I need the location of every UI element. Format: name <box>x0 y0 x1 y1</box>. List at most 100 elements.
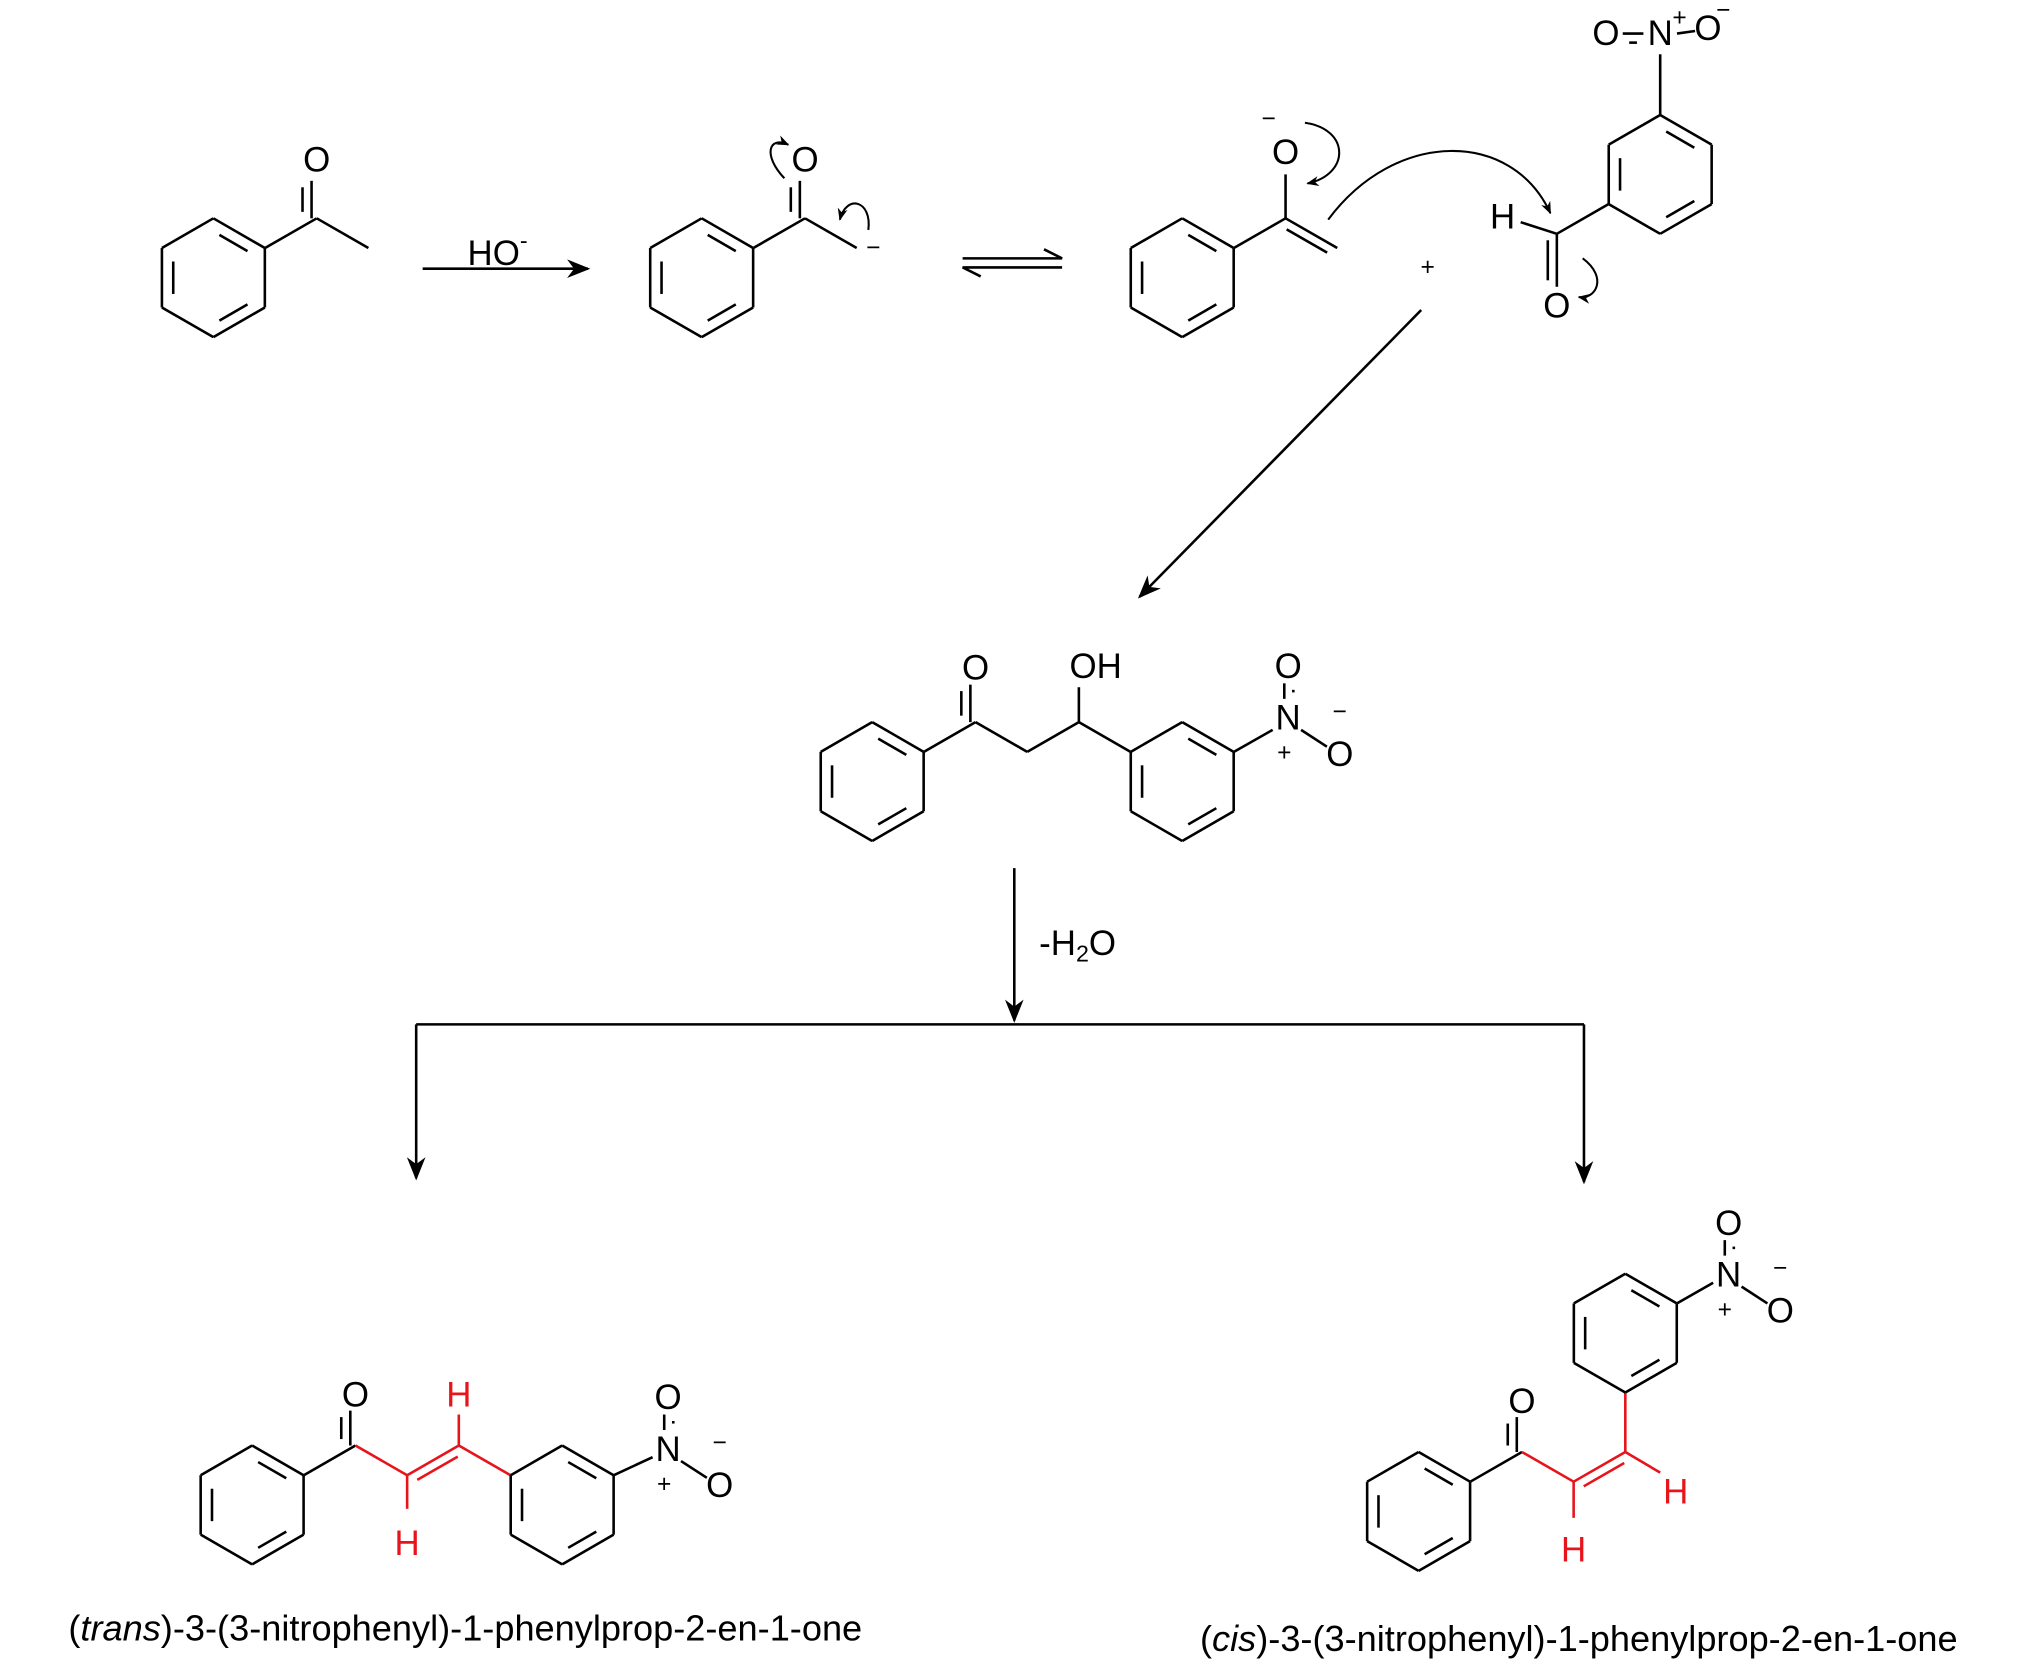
aldol-nitro-minus: − <box>1333 698 1347 725</box>
cis-nitro-oxygen: O <box>1715 1204 1742 1243</box>
trans-ring-1-bond <box>200 1444 253 1477</box>
enolate-ring-bond <box>701 217 754 250</box>
enolate-ring-inner-bond <box>707 233 737 253</box>
bond <box>804 217 858 250</box>
trans-ring-2-bond <box>510 1533 563 1566</box>
atom-H: H <box>1490 198 1515 237</box>
cis-nitro-nitrogen: N <box>1716 1256 1741 1295</box>
bond <box>974 720 1028 753</box>
cis-ring-1-bond <box>1366 1450 1420 1483</box>
enolate-ring-bond <box>701 306 754 339</box>
bond <box>1233 728 1274 753</box>
nitrobenzaldehyde-ring-bond <box>1608 113 1661 146</box>
enolate-ring-inner-bond <box>707 303 737 322</box>
nitrobenzaldehyde-ring-bond <box>1659 113 1713 146</box>
aldol-ring-2-bond <box>1130 810 1183 843</box>
cis-ring-2-bond <box>1573 1272 1626 1305</box>
atom-O: O <box>1272 133 1299 172</box>
trans-ring-1-inner-bond <box>257 1460 287 1480</box>
aldol-ring-2-bond <box>1181 810 1235 843</box>
trans-alkene-bond <box>416 1455 459 1481</box>
bond <box>1676 1281 1714 1305</box>
reagent-hydroxide: HO- <box>468 227 528 272</box>
trans-product-name: (trans)-3-(3-nitrophenyl)-1-phenylprop-2… <box>68 1608 862 1649</box>
aldehyde-nitro-plus: + <box>1672 5 1686 32</box>
oxyanion-minus: − <box>1262 105 1276 132</box>
trans-ring-2-bond <box>561 1533 615 1566</box>
bond <box>303 1444 357 1477</box>
bond <box>1469 1450 1523 1483</box>
acetophenone-ring-bond <box>212 306 266 339</box>
cis-product-name: (cis)-3-(3-nitrophenyl)-1-phenylprop-2-e… <box>1200 1618 1958 1659</box>
trans-nitro-n-o-bond <box>680 1459 708 1479</box>
nitrobenzaldehyde-ring-bond <box>1659 202 1713 235</box>
bond <box>1676 29 1696 35</box>
acetophenone-ring-bond <box>161 306 215 339</box>
atom-O: O <box>1592 14 1619 53</box>
trans-nitro-oxygen: O <box>655 1378 682 1417</box>
enolate-ring-bond <box>649 217 703 250</box>
nitrobenzaldehyde-ring-bond <box>1608 202 1661 235</box>
aldol-ring-2-inner-bond <box>1187 807 1217 826</box>
aldol-ring-2-bond <box>1181 720 1235 753</box>
bond <box>1556 202 1610 235</box>
bonds-layer <box>160 29 1769 1572</box>
trans-ring-1-bond <box>200 1533 253 1566</box>
cis-ring-1-bond <box>1366 1539 1420 1572</box>
cis-ring-1-inner-bond <box>1423 1467 1454 1486</box>
cis-alkene-bond <box>1572 1450 1626 1483</box>
plus-sign: + <box>1421 254 1435 281</box>
atom-OH: OH <box>1070 647 1122 686</box>
aldol-nitro-n-o-bond <box>1300 728 1328 748</box>
h-bond <box>1624 1450 1661 1474</box>
acetophenone-ring-inner-bond <box>218 303 249 322</box>
bond <box>1233 217 1287 250</box>
electron-arrow-2 <box>837 202 870 231</box>
atom-O: O <box>1508 1382 1535 1421</box>
electron-arrow-attack <box>1327 149 1552 221</box>
trans-h-bottom: H <box>395 1524 420 1563</box>
atom-O: O <box>1543 287 1570 326</box>
trans-ring-2-bond <box>561 1444 615 1477</box>
trans-nitro-nitrogen: N <box>655 1430 680 1469</box>
carbanion-minus: − <box>866 235 880 262</box>
acetophenone-ring-bond <box>212 217 266 250</box>
acetophenone-ring-inner-bond <box>218 233 249 253</box>
aldol-ring-1-bond <box>820 720 873 753</box>
enol-ring-bond <box>1181 306 1235 339</box>
aldol-ring-1-inner-bond <box>877 807 907 826</box>
trans-ring-1-bond <box>251 1533 305 1566</box>
enol-ring-inner-bond <box>1187 233 1217 253</box>
cis-ring-2-bond <box>1624 1272 1678 1305</box>
acetophenone-ring-bond <box>161 217 215 250</box>
aldol-ring-1-inner-bond <box>877 737 907 757</box>
atom-O: O <box>303 141 330 180</box>
cis-ring-1-bond <box>1417 1450 1471 1483</box>
trans-nitro-minus: − <box>713 1429 727 1456</box>
bond <box>752 217 806 250</box>
bond <box>316 217 370 250</box>
enol-ring-bond <box>1130 306 1183 339</box>
atom-O: O <box>342 1376 369 1415</box>
aldol-ring-2-inner-bond <box>1187 737 1217 757</box>
equilibrium-reverse <box>962 266 1063 278</box>
nitrobenzaldehyde-ring-inner-bond <box>1665 130 1695 149</box>
atom-O: O <box>791 141 818 180</box>
cis-nitro-n-o-bond <box>1740 1285 1769 1305</box>
aldol-nitro-oxygen: O <box>1275 647 1302 686</box>
cis-ring-2-inner-bond <box>1630 1289 1661 1308</box>
aldol-nitro-plus: + <box>1277 740 1291 767</box>
alkene-bond <box>1284 217 1338 250</box>
cis-ring-2-bond <box>1624 1361 1678 1394</box>
aldol-nitro-nitrogen: N <box>1276 699 1301 738</box>
enol-ring-bond <box>1130 217 1183 250</box>
trans-ring-2-inner-bond <box>567 1460 597 1480</box>
cis-nitro-plus: + <box>1718 1296 1732 1323</box>
trans-ring-2-inner-bond <box>567 1530 597 1549</box>
cis-nitro-minus: − <box>1773 1255 1787 1282</box>
bond <box>923 720 977 753</box>
dehydration-label: -H2O <box>1039 924 1116 967</box>
cis-nitro-oxygen-anion: O <box>1767 1292 1794 1331</box>
